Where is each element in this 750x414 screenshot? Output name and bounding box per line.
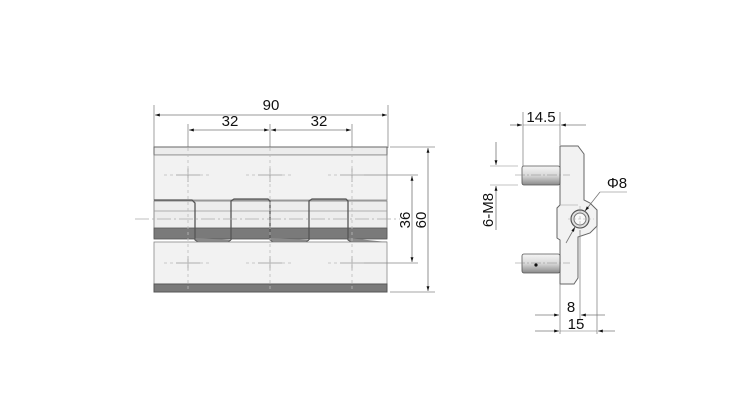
dim-phi8-label: Φ8 bbox=[607, 175, 627, 192]
dim-pin-offset: 8 bbox=[535, 299, 605, 317]
lower-stud bbox=[515, 253, 570, 274]
dim-overall-depth: 15 bbox=[535, 316, 615, 333]
dim-14-5-label: 14.5 bbox=[526, 109, 555, 126]
upper-stud bbox=[515, 165, 570, 186]
dim-overall-height: 60 bbox=[413, 147, 430, 291]
dim-stud-length: 14.5 bbox=[510, 109, 586, 127]
dim-32-right-label: 32 bbox=[311, 113, 328, 130]
dim-15-label: 15 bbox=[568, 316, 585, 333]
front-view: 90 32 32 bbox=[135, 97, 435, 293]
dim-hole-spacing-vertical: 36 bbox=[397, 175, 414, 262]
dim-90-label: 90 bbox=[263, 97, 280, 114]
dim-overall-width: 90 bbox=[154, 97, 387, 117]
dim-6-m8-label: 6-M8 bbox=[480, 193, 497, 227]
extension-lines bbox=[153, 105, 389, 148]
dim-8-label: 8 bbox=[567, 299, 575, 316]
bottom-extension-lines bbox=[559, 226, 598, 334]
dim-hole-spacing-left: 32 bbox=[188, 113, 269, 132]
dim-32-left-label: 32 bbox=[222, 113, 239, 130]
vertical-extension-lines bbox=[364, 146, 435, 293]
hole-centers bbox=[164, 148, 364, 292]
side-view: 14.5 6-M8 bbox=[480, 109, 627, 334]
top-leaf bbox=[153, 146, 388, 201]
dim-60-label: 60 bbox=[413, 212, 430, 229]
dim-thread-spec: 6-M8 bbox=[480, 142, 518, 230]
dim-pin-diameter: Φ8 bbox=[565, 175, 627, 244]
knuckles bbox=[135, 198, 400, 243]
dim-hole-spacing-right: 32 bbox=[271, 113, 351, 132]
dim-36-label: 36 bbox=[397, 212, 414, 229]
pin-hole bbox=[568, 206, 594, 232]
